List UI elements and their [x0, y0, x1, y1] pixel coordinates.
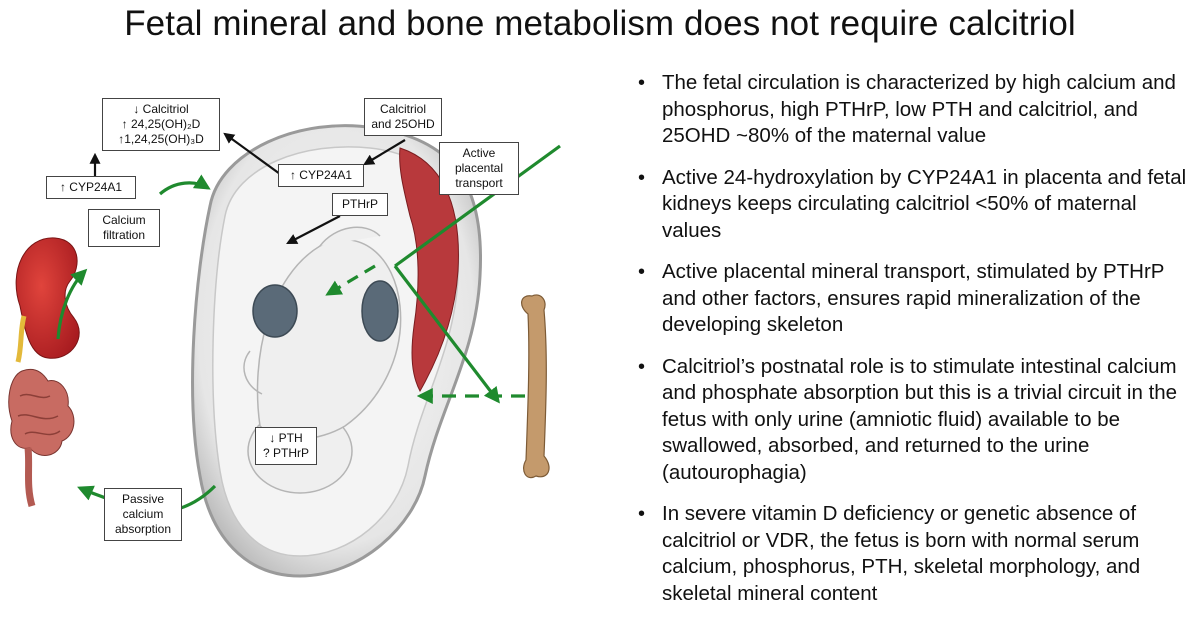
label-calcitriol-25ohd: Calcitriol and 25OHD [364, 98, 442, 136]
label-calcitriol-change: ↓ Calcitriol ↑ 24,25(OH)₂D ↑1,24,25(OH)₃… [102, 98, 220, 151]
label-cyp24a1-kidney: ↑ CYP24A1 [46, 176, 136, 199]
kidney [15, 237, 80, 363]
bullet-list: The fetal circulation is characterized b… [634, 70, 1196, 622]
bullet-item: Active 24-hydroxylation by CYP24A1 in pl… [634, 165, 1196, 245]
label-active-transport: Active placental transport [439, 142, 519, 195]
intestines [8, 368, 75, 508]
bullet-item: In severe vitamin D deficiency or geneti… [634, 501, 1196, 607]
bullet-item: Calcitriol’s postnatal role is to stimul… [634, 354, 1196, 487]
fetal-diagram [8, 124, 561, 578]
label-pthrp: PTHrP [332, 193, 388, 216]
page-title: Fetal mineral and bone metabolism does n… [124, 4, 1076, 43]
label-passive-absorption: Passive calcium absorption [104, 488, 182, 541]
black-arrows [89, 132, 406, 245]
bullet-item: Active placental mineral transport, stim… [634, 259, 1196, 339]
green-arrows [56, 144, 561, 513]
label-cyp24a1-placenta: ↑ CYP24A1 [278, 164, 364, 187]
label-pth-fetal: ↓ PTH ? PTHrP [255, 427, 317, 465]
bone [521, 294, 550, 479]
label-calcium-filtration: Calcium filtration [88, 209, 160, 247]
bullet-item: The fetal circulation is characterized b… [634, 70, 1196, 150]
